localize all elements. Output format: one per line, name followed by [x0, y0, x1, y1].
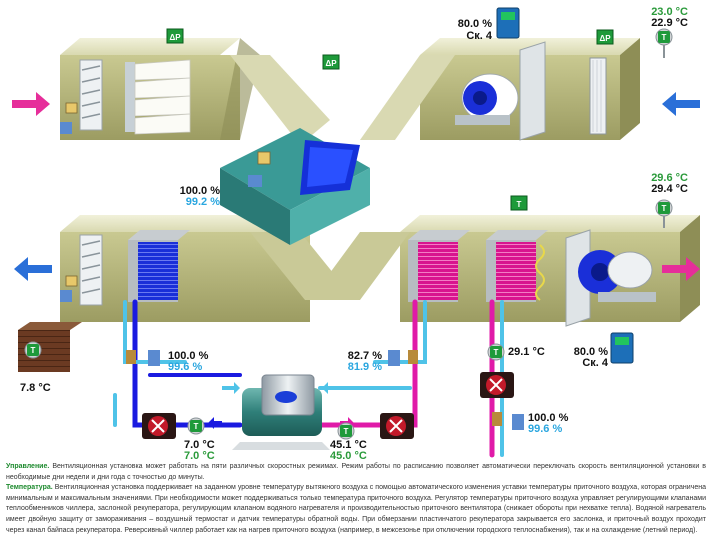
t-label-chiller-right: T [344, 427, 349, 436]
t-label-heater-air: T [517, 200, 522, 209]
fan-control-panel-top [497, 8, 519, 38]
valve-right-actual: 99.6 % [528, 423, 582, 435]
description-control: Управление. Вентиляционная установка мож… [6, 462, 706, 483]
pump-right [380, 413, 414, 439]
description-temperature: Температура. Вентиляционная установка по… [6, 483, 706, 536]
reversible-chiller [232, 375, 330, 450]
valve-right [492, 412, 524, 430]
t-label-supply: T [662, 204, 667, 213]
t-label-top-right: T [662, 33, 667, 42]
pump-left [142, 413, 176, 439]
bag-filter-left [125, 60, 190, 134]
t-label-chiller-left: T [194, 422, 199, 431]
valve-mid-actual: 81.9 % [332, 361, 382, 373]
fan-top-speed: Ск. 4 [446, 30, 492, 42]
fan-bottom-speed: Ск. 4 [560, 357, 608, 369]
description-block: Управление. Вентиляционная установка мож… [6, 462, 706, 536]
outdoor-temp: 7.8 °C [20, 382, 70, 394]
arrow-return-top [662, 92, 700, 116]
fan-top-percent: 80.0 % [446, 18, 492, 30]
chiller-left-actual: 7.0 °C [184, 450, 228, 462]
arrow-exhaust-bottom [14, 257, 52, 281]
valve-left-actual: 99.6 % [168, 361, 222, 373]
description-control-text: Вентиляционная установка может работать … [6, 463, 706, 481]
dp-label-right: ΔP [599, 34, 611, 43]
recuperator-actual: 99.2 % [170, 196, 220, 208]
description-temperature-text: Вентиляционная установка поддерживает на… [6, 484, 706, 533]
t-label-outdoor: T [31, 346, 36, 355]
dp-label-recuperator: ΔP [325, 59, 337, 68]
description-control-heading: Управление. [6, 463, 49, 470]
pump-heater [480, 372, 514, 398]
water-after-heater-temp: 29.1 °C [508, 346, 558, 358]
supply-top-actual: 22.9 °C [640, 17, 688, 29]
fan-control-panel-bottom [611, 333, 633, 363]
arrow-intake-top [12, 92, 50, 116]
chiller-right-actual: 45.0 °C [330, 450, 378, 462]
t-label-water-return: T [494, 348, 499, 357]
description-temperature-heading: Температура. [6, 484, 53, 491]
supply-actual: 29.4 °C [640, 183, 688, 195]
panel-filter-right [590, 58, 606, 134]
dp-label-left: ΔP [169, 33, 181, 42]
